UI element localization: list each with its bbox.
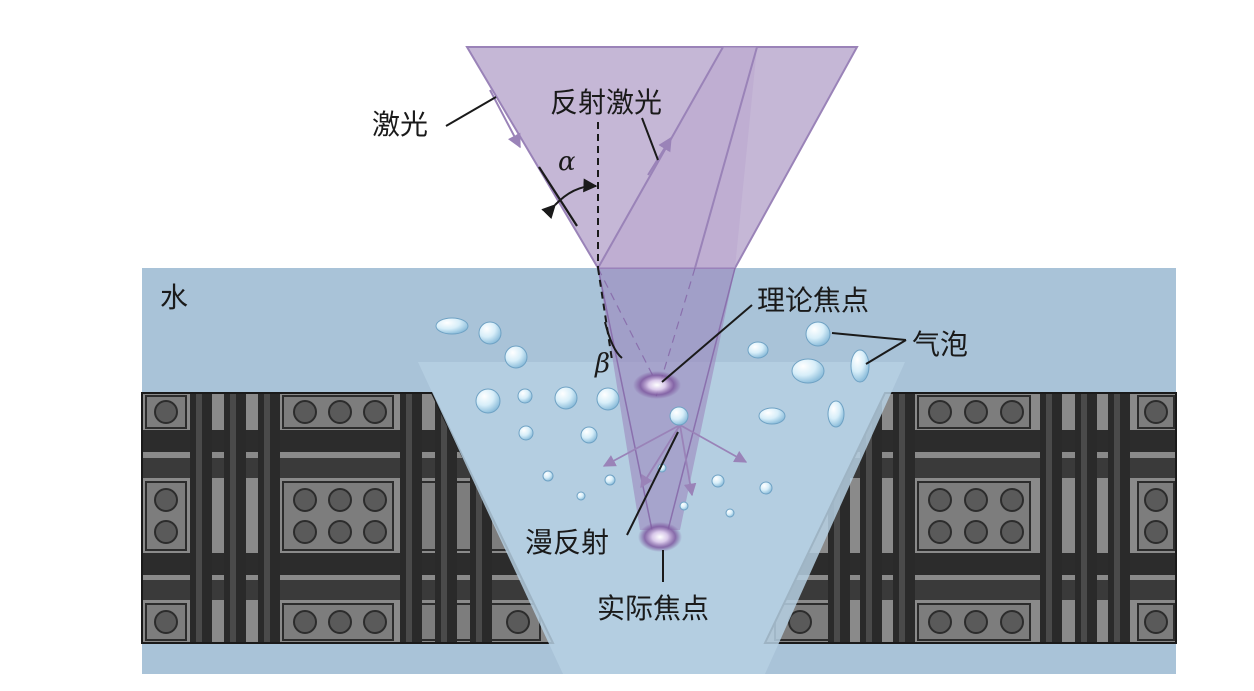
laser-beam bbox=[465, 46, 859, 531]
bubble bbox=[475, 388, 501, 414]
bubble bbox=[596, 387, 620, 411]
bubble bbox=[669, 406, 689, 426]
bubble bbox=[747, 341, 769, 359]
label-bubbles: 气泡 bbox=[912, 328, 968, 361]
beta-arc bbox=[604, 321, 623, 359]
bubble bbox=[850, 349, 870, 383]
alpha-arc bbox=[541, 178, 598, 219]
actual-focus-point bbox=[638, 522, 682, 552]
bubble bbox=[604, 474, 616, 486]
bubble bbox=[478, 321, 502, 345]
bubble bbox=[758, 407, 786, 425]
bubble bbox=[504, 345, 528, 369]
label-diffuse-reflection: 漫反射 bbox=[525, 526, 609, 559]
diffuse-reflection-arrows bbox=[602, 424, 748, 497]
bubble bbox=[759, 481, 773, 495]
bubble bbox=[435, 317, 469, 335]
bubble bbox=[679, 501, 689, 511]
label-laser: 激光 bbox=[372, 108, 428, 141]
bubble bbox=[554, 386, 578, 410]
bubbles-group bbox=[435, 317, 870, 518]
bubble bbox=[518, 425, 534, 441]
bubble bbox=[580, 426, 598, 444]
bubble bbox=[517, 388, 533, 404]
theoretical-focus-point bbox=[633, 371, 681, 399]
label-water: 水 bbox=[160, 281, 188, 314]
bubble bbox=[576, 491, 586, 501]
label-alpha: α bbox=[558, 147, 576, 177]
bubble bbox=[711, 474, 725, 488]
leader-lines bbox=[445, 96, 907, 582]
bubble bbox=[791, 358, 825, 384]
bubble bbox=[725, 508, 735, 518]
label-actual-focus: 实际焦点 bbox=[597, 592, 709, 625]
bubble bbox=[827, 400, 845, 428]
bubble bbox=[805, 321, 831, 347]
bubble bbox=[542, 470, 554, 482]
label-reflected-laser: 反射激光 bbox=[550, 86, 662, 119]
label-theoretical-focus: 理论焦点 bbox=[757, 284, 869, 317]
label-beta: β bbox=[594, 349, 610, 379]
